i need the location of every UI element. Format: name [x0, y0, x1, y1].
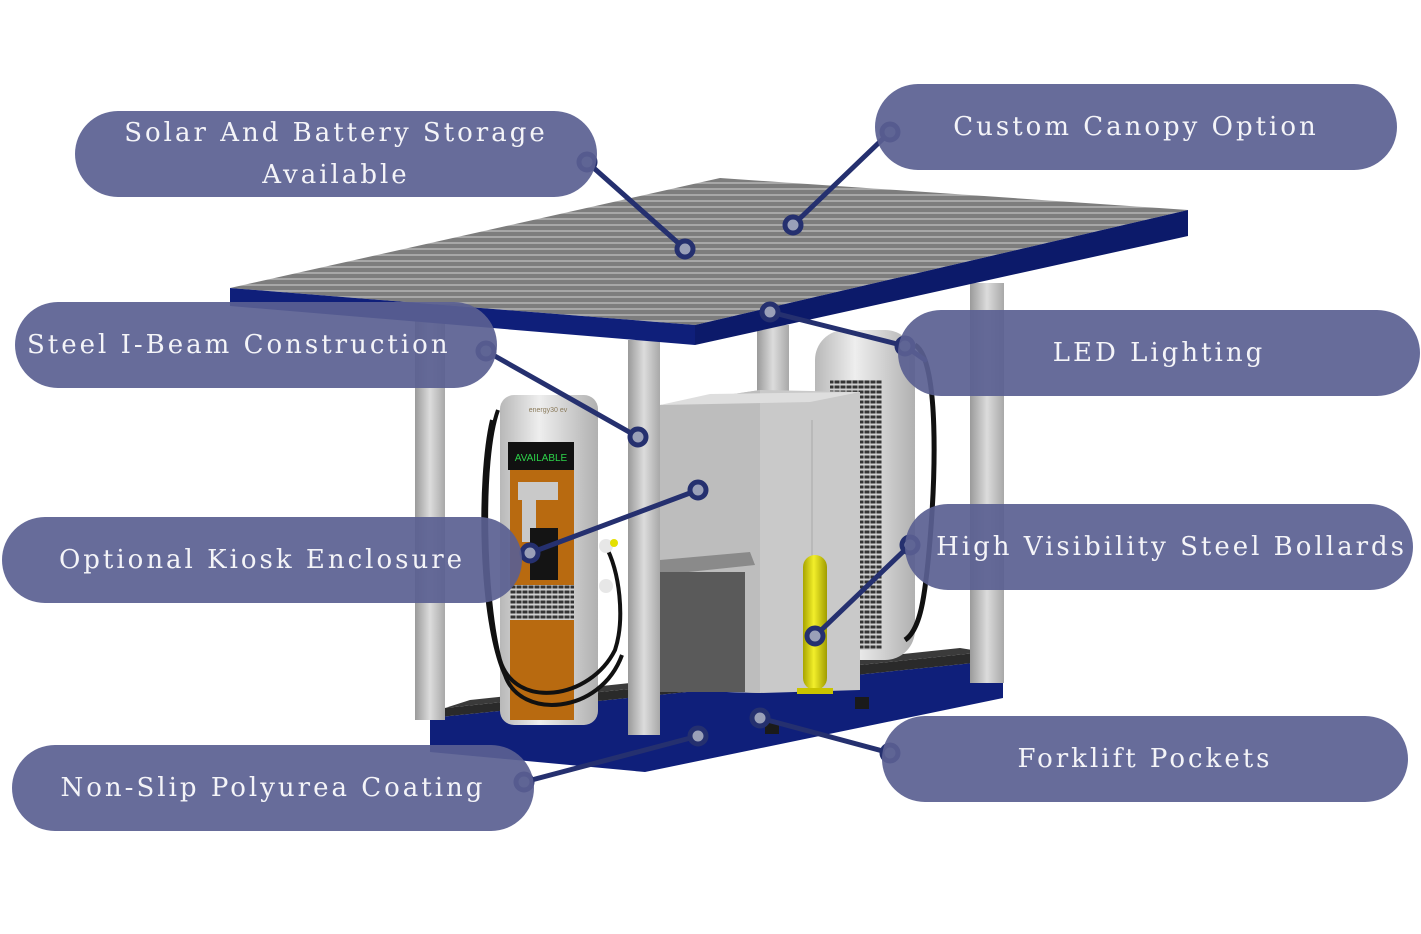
callout-text: Forklift Pockets — [1017, 744, 1273, 774]
callout-custom-canopy: Custom Canopy Option — [875, 84, 1397, 170]
callout-text: Solar And Battery Storage — [124, 118, 548, 148]
charger-brand-text: energy30 ev — [529, 407, 568, 414]
callout-forklift-pockets: Forklift Pockets — [882, 716, 1408, 802]
callout-text: Custom Canopy Option — [953, 112, 1319, 142]
callout-text: Steel I-Beam Construction — [27, 330, 451, 360]
callout-led-lighting: LED Lighting — [898, 310, 1420, 396]
forklift-pocket — [855, 697, 869, 709]
callout-text: Non-Slip Polyurea Coating — [60, 773, 486, 803]
forklift-pocket — [765, 722, 779, 734]
steel-post — [628, 340, 660, 735]
callout-solar-battery-storage: Solar And Battery Storage Available — [75, 111, 597, 197]
callout-steel-ibeam: Steel I-Beam Construction — [15, 302, 497, 388]
electrical-cabinet — [660, 390, 860, 693]
callout-text: Available — [262, 160, 410, 190]
callout-polyurea-coating: Non-Slip Polyurea Coating — [12, 745, 534, 831]
callout-steel-bollards: High Visibility Steel Bollards — [905, 504, 1413, 590]
callout-text: High Visibility Steel Bollards — [936, 532, 1407, 562]
callout-text: LED Lighting — [1052, 338, 1266, 368]
callout-text: Optional Kiosk Enclosure — [58, 545, 466, 575]
charger-status-display: AVAILABLE — [515, 453, 568, 464]
callout-kiosk-enclosure: Optional Kiosk Enclosure — [2, 517, 522, 603]
